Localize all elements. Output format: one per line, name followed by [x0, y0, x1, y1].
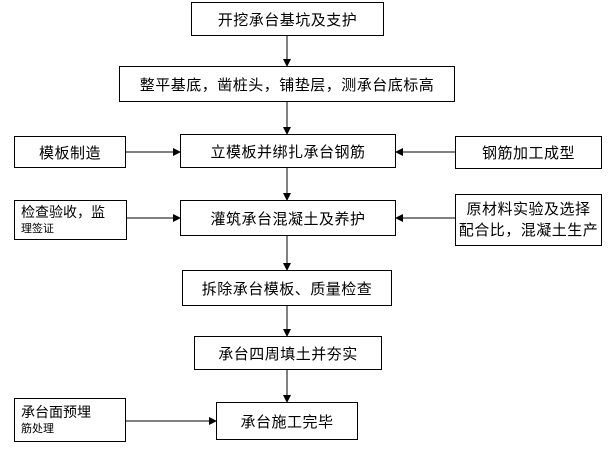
side-material-line1: 原材料实验及选择	[466, 200, 591, 218]
side-material-line2: 配合比，混凝土生产	[458, 221, 599, 239]
side-rebar-processing: 钢筋加工成型	[455, 136, 602, 169]
side-material-testing: 原材料实验及选择 配合比，混凝土生产	[455, 194, 602, 246]
step-backfill: 承台四周填土并夯实	[194, 336, 382, 370]
step-excavation: 开挖承台基坑及支护	[191, 2, 384, 36]
side-embedded-line1: 承台面预埋	[21, 405, 91, 421]
side-embedded-rebar: 承台面预埋 筋处理	[14, 398, 126, 442]
step-remove-formwork: 拆除承台模板、质量检查	[182, 270, 392, 306]
side-inspection-line1: 检查验收，监	[21, 205, 105, 221]
side-inspection-line2: 理签证	[21, 222, 54, 235]
step-complete: 承台施工完毕	[216, 402, 358, 440]
side-formwork-making: 模板制造	[14, 136, 126, 168]
step-leveling: 整平基底，凿桩头，铺垫层，测承台底标高	[119, 66, 455, 102]
side-embedded-line2: 筋处理	[21, 422, 54, 435]
step-formwork-rebar: 立模板并绑扎承台钢筋	[180, 134, 396, 168]
step-concrete-pouring: 灌筑承台混凝土及养护	[180, 200, 396, 236]
side-inspection: 检查验收，监 理签证	[14, 200, 127, 240]
